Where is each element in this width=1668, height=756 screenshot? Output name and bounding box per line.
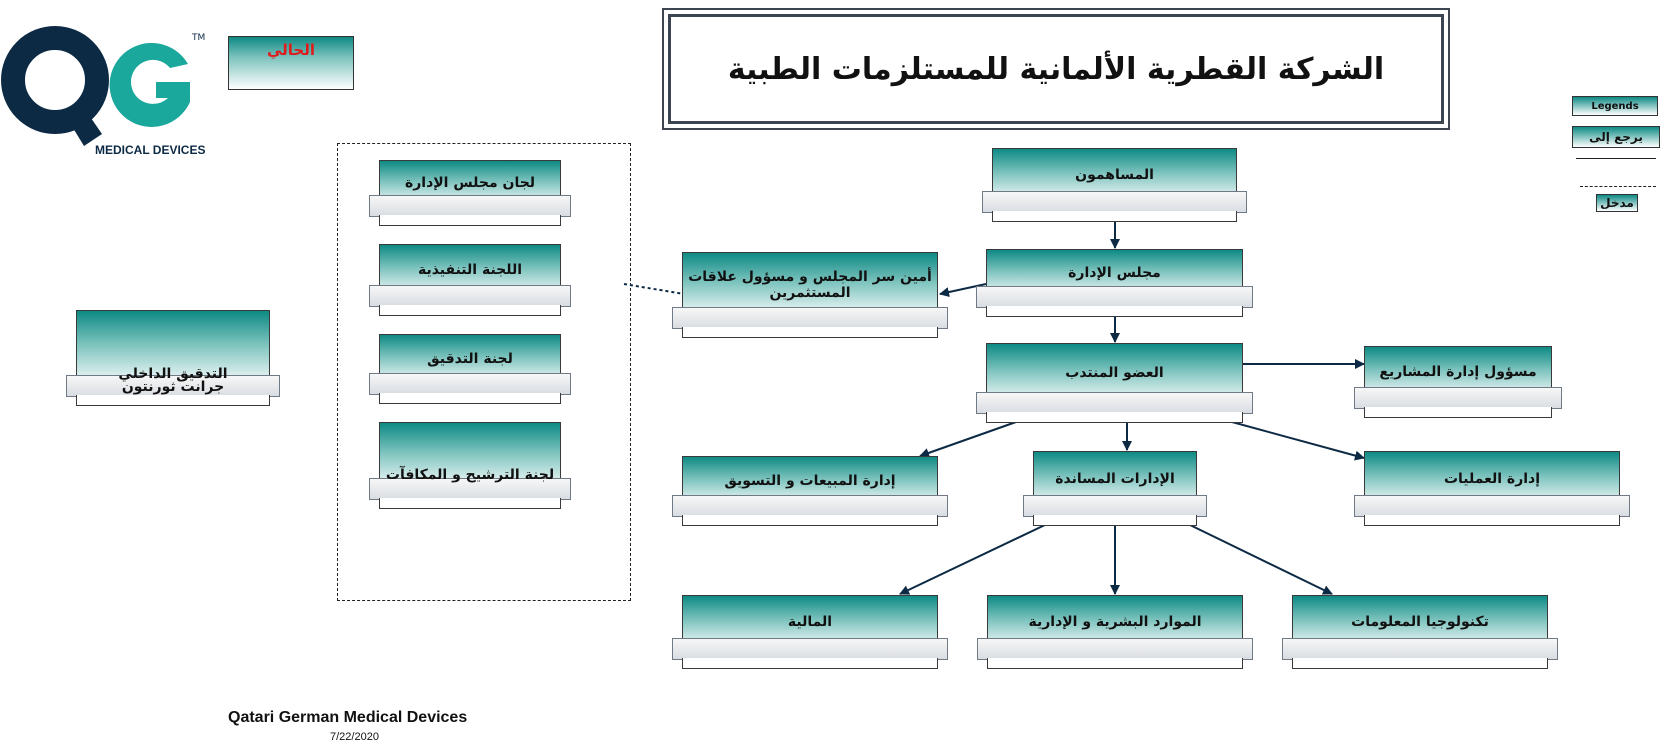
node-hr-admin: الموارد البشرية و الإدارية: [977, 595, 1253, 669]
legend-current-label: الحالي: [266, 41, 316, 59]
chart-title-box: الشركة القطرية الألمانية للمستلزمات الطب…: [662, 8, 1450, 130]
committee-audit-label: لجنة التدقيق: [427, 351, 513, 367]
legend-reports-to: يرجع إلى: [1572, 126, 1660, 148]
node-internal-audit-label: التدقيق الداخلي: [118, 366, 228, 382]
node-operations: إدارة العمليات: [1354, 451, 1630, 526]
node-auditor-firm-label: جرانت ثورنتون: [121, 379, 225, 395]
footer-company: Qatari German Medical Devices: [228, 709, 468, 726]
node-support-label: الإدارات المساندة: [1055, 470, 1175, 487]
chart-title: الشركة القطرية الألمانية للمستلزمات الطب…: [727, 51, 1385, 87]
committee-board-committees-label: لجان مجلس الإدارة: [404, 175, 536, 191]
node-managing-member: العضو المنتدب: [976, 343, 1253, 423]
committee-nomination-remuneration-label: لجنة الترشيح و المكافآت: [385, 467, 555, 483]
committee-board-committees: لجان مجلس الإدارة: [369, 160, 571, 226]
node-sales-marketing-label: إدارة المبيعات و التسويق: [724, 473, 896, 489]
node-operations-label: إدارة العمليات: [1443, 470, 1541, 487]
node-board-label: مجلس الإدارة: [1068, 265, 1161, 281]
logo-trademark: TM: [191, 33, 205, 43]
logo-subtitle: MEDICAL DEVICES: [95, 143, 205, 157]
node-shareholders: المساهمون: [982, 148, 1247, 222]
connector-managing-operations: [1231, 421, 1365, 461]
connector-managing-sales: [919, 421, 1017, 458]
committees-container: [337, 143, 631, 601]
footer-date: 7/22/2020: [330, 731, 379, 743]
legend-dashed-line: [1580, 186, 1656, 187]
committee-nomination-remuneration: لجنة الترشيح و المكافآت: [369, 422, 571, 509]
connector-support-finance: [899, 523, 1048, 595]
committee-audit: لجنة التدقيق: [369, 334, 571, 404]
node-finance: المالية: [672, 595, 948, 669]
node-internal-audit: التدقيق الداخلي جرانت ثورنتون: [66, 310, 280, 406]
legend-current-box: الحالي: [228, 36, 354, 90]
node-finance-label: المالية: [787, 614, 833, 630]
node-hr-admin-label: الموارد البشرية و الإدارية: [1028, 614, 1202, 630]
node-project-manager-label: مسؤول إدارة المشاريع: [1379, 364, 1537, 380]
node-sales-marketing: إدارة المبيعات و التسويق: [672, 456, 948, 526]
logo-g-icon: [109, 42, 190, 127]
legend-solid-line: [1576, 158, 1656, 159]
node-support: الإدارات المساندة: [1023, 451, 1207, 526]
connector-board-secretary: [939, 283, 987, 297]
legends-header: Legends: [1572, 96, 1658, 116]
legend-input: مدخل: [1596, 194, 1638, 212]
node-it-label: تكنولوجيا المعلومات: [1351, 614, 1489, 630]
node-secretary: أمين سر المجلس و مسؤول علاقات المستثمرين: [672, 252, 948, 338]
qg-logo: TM MEDICAL DEVICES: [1, 26, 205, 157]
committee-executive: اللجنة التنفيذية: [369, 244, 571, 316]
node-secretary-label: أمين سر المجلس و مسؤول علاقات المستثمرين: [688, 269, 932, 301]
node-it: تكنولوجيا المعلومات: [1282, 595, 1558, 669]
connector-committees-secretary: [623, 283, 685, 295]
committee-executive-label: اللجنة التنفيذية: [417, 262, 523, 278]
logo-q-icon: [1, 26, 109, 146]
node-board: مجلس الإدارة: [976, 249, 1253, 317]
connector-support-it: [1187, 523, 1333, 595]
node-shareholders-label: المساهمون: [1075, 167, 1154, 183]
node-managing-member-label: العضو المنتدب: [1065, 365, 1164, 381]
node-project-manager: مسؤول إدارة المشاريع: [1354, 346, 1562, 418]
